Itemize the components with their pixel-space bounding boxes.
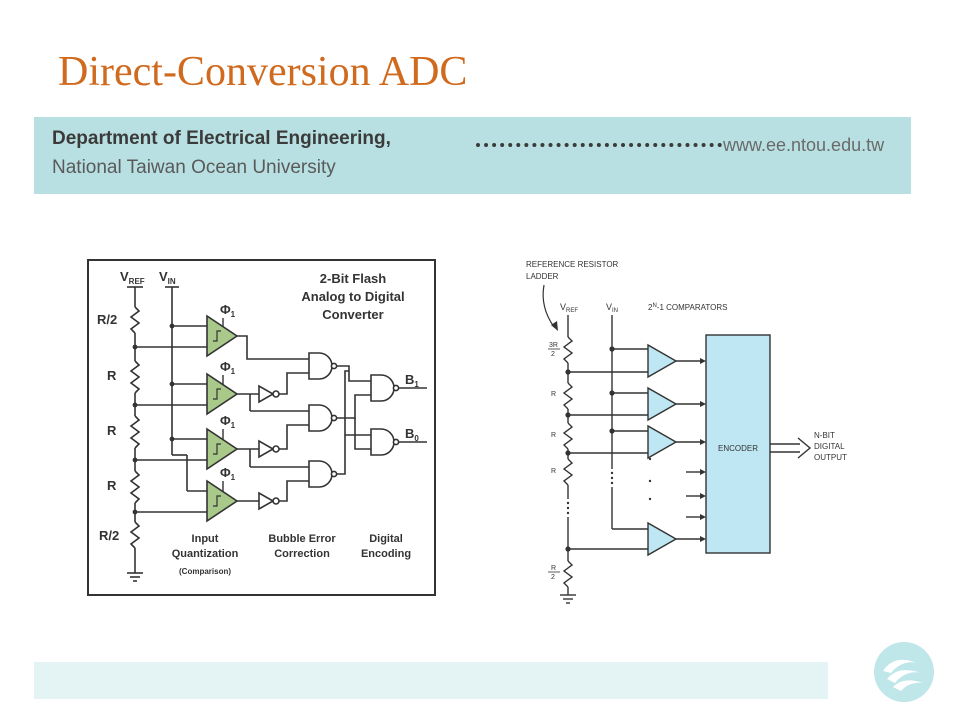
flash-title-2: Analog to Digital bbox=[301, 289, 404, 304]
stage-encoding-1: Digital bbox=[369, 533, 403, 545]
comparator-3 bbox=[206, 427, 239, 471]
nand-gate-a bbox=[308, 352, 333, 380]
university-logo-icon bbox=[874, 642, 934, 702]
nand-gate-e bbox=[370, 428, 395, 456]
stage-input-note: (Comparison) bbox=[179, 567, 231, 576]
clock-label-2: Φ1 bbox=[220, 359, 236, 376]
res-label-bottom: R bbox=[551, 565, 556, 572]
b1-label: B1 bbox=[405, 372, 419, 389]
comparator-4 bbox=[206, 479, 239, 523]
res-label-3: R bbox=[551, 468, 556, 475]
slide-title: Direct-Conversion ADC bbox=[58, 49, 468, 95]
encoder-label: ENCODER bbox=[718, 444, 758, 453]
header-banner: Department of Electrical Engineering, ww… bbox=[34, 117, 911, 194]
nand-gate-d bbox=[370, 374, 395, 402]
vin-label: VIN bbox=[159, 269, 176, 286]
department-label: Department of Electrical Engineering, bbox=[52, 128, 391, 149]
resistor-label-4: R bbox=[107, 478, 117, 493]
flash-adc-diagram: 2-Bit Flash Analog to Digital Converter … bbox=[87, 259, 436, 596]
res-label-bottom-den: 2 bbox=[551, 574, 555, 581]
stage-encoding-2: Encoding bbox=[361, 548, 411, 560]
stage-input-2: Quantization bbox=[172, 548, 239, 560]
res-label-top-den: 2 bbox=[551, 351, 555, 358]
comparator-r3 bbox=[647, 424, 678, 460]
encoder-block bbox=[705, 334, 771, 554]
comparator-r1 bbox=[647, 343, 678, 379]
b0-label: B0 bbox=[405, 426, 419, 443]
footer-bar bbox=[34, 662, 828, 699]
output-label-3: OUTPUT bbox=[814, 453, 847, 462]
res-label-1: R bbox=[551, 391, 556, 398]
clock-label-1: Φ1 bbox=[220, 302, 236, 319]
dotted-leader bbox=[476, 131, 722, 147]
vref-label-right: VREF bbox=[560, 302, 578, 314]
diagram-frame bbox=[87, 259, 436, 596]
resistor-label-3: R bbox=[107, 423, 117, 438]
clock-label-3: Φ1 bbox=[220, 413, 236, 430]
comparator-r4 bbox=[647, 521, 678, 557]
res-label-2: R bbox=[551, 432, 556, 439]
resistor-label-2: R bbox=[107, 368, 117, 383]
stage-bubble-2: Correction bbox=[274, 548, 330, 560]
website-link[interactable]: www.ee.ntou.edu.tw bbox=[723, 135, 885, 155]
ladder-label-2: LADDER bbox=[526, 272, 559, 281]
flash-title-3: Converter bbox=[322, 307, 383, 322]
res-label-top: 3R bbox=[549, 342, 558, 349]
comparators-label: 2N-1 COMPARATORS bbox=[648, 303, 727, 312]
resistor-label-1: R/2 bbox=[97, 312, 117, 327]
comparator-r2 bbox=[647, 386, 678, 422]
stage-input-1: Input bbox=[192, 533, 219, 545]
clock-label-4: Φ1 bbox=[220, 465, 236, 482]
comparator-2 bbox=[206, 372, 239, 416]
resistor-label-5: R/2 bbox=[99, 528, 119, 543]
university-label: National Taiwan Ocean University bbox=[52, 157, 336, 178]
output-label-1: N-BIT bbox=[814, 431, 835, 440]
output-label-2: DIGITAL bbox=[814, 442, 845, 451]
vref-label: VREF bbox=[120, 269, 145, 286]
flash-title-1: 2-Bit Flash bbox=[320, 271, 387, 286]
stage-bubble-1: Bubble Error bbox=[268, 533, 336, 545]
nand-gate-c bbox=[308, 460, 333, 488]
ladder-label-1: REFERENCE RESISTOR bbox=[526, 260, 619, 269]
generic-flash-adc-diagram: REFERENCE RESISTOR LADDER VREF VIN 2N-1 … bbox=[526, 260, 847, 604]
nand-gate-b bbox=[308, 404, 333, 432]
vin-label-right: VIN bbox=[606, 302, 618, 314]
comparator-1 bbox=[206, 314, 239, 358]
